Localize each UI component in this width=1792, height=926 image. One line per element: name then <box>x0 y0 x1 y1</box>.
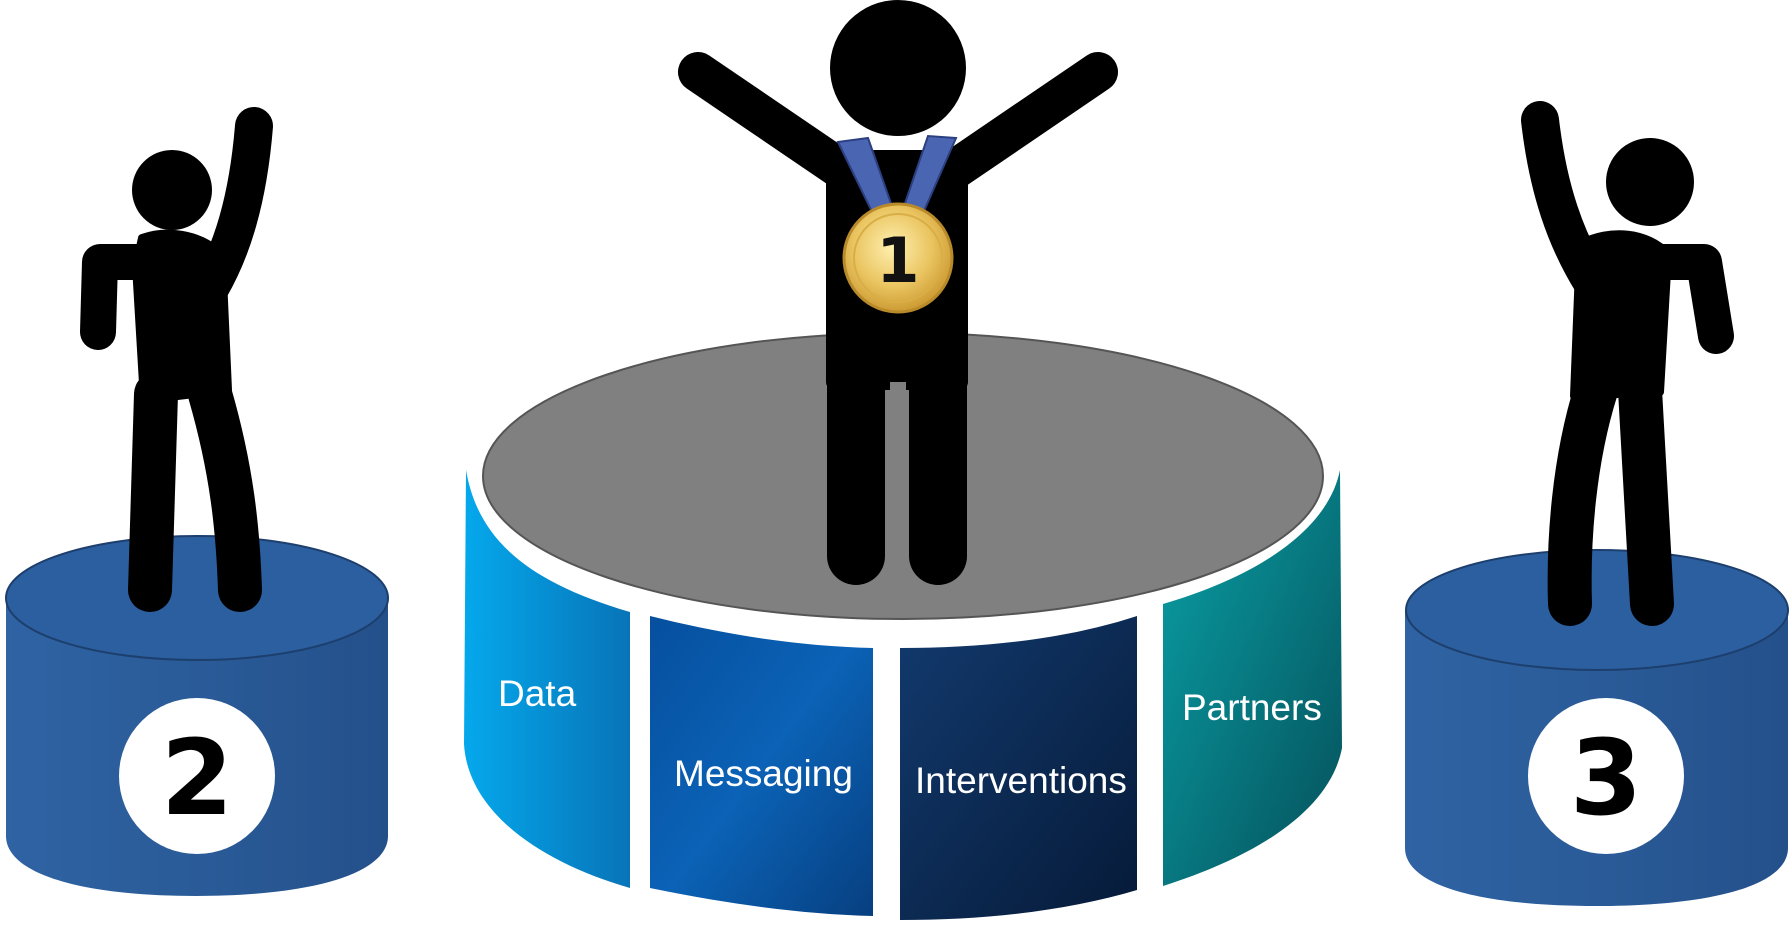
rank-number-second: 2 <box>161 717 233 839</box>
third-place-figure-icon <box>1521 101 1734 626</box>
segment-label-partners: Partners <box>1182 687 1322 728</box>
first-place-figure-icon <box>678 0 1118 585</box>
rank-badge-third <box>1528 698 1684 854</box>
segment-label-messaging: Messaging <box>674 753 853 794</box>
third-place-pedestal: 3 <box>1405 549 1789 906</box>
segment-messaging: Messaging <box>650 616 873 916</box>
segment-label-data: Data <box>498 673 577 714</box>
second-place-figure-icon <box>80 107 273 612</box>
rank-number-third: 3 <box>1570 717 1642 839</box>
second-place-pedestal: 2 <box>5 535 389 896</box>
rank-badge-second <box>119 698 275 854</box>
segment-label-interventions: Interventions <box>915 760 1127 801</box>
rank-number-first: 1 <box>876 224 919 297</box>
segment-partners: Partners <box>1163 470 1342 886</box>
gold-medal-icon: 1 <box>836 134 958 314</box>
segment-interventions: Interventions <box>900 616 1137 920</box>
segment-data: Data <box>464 470 630 888</box>
